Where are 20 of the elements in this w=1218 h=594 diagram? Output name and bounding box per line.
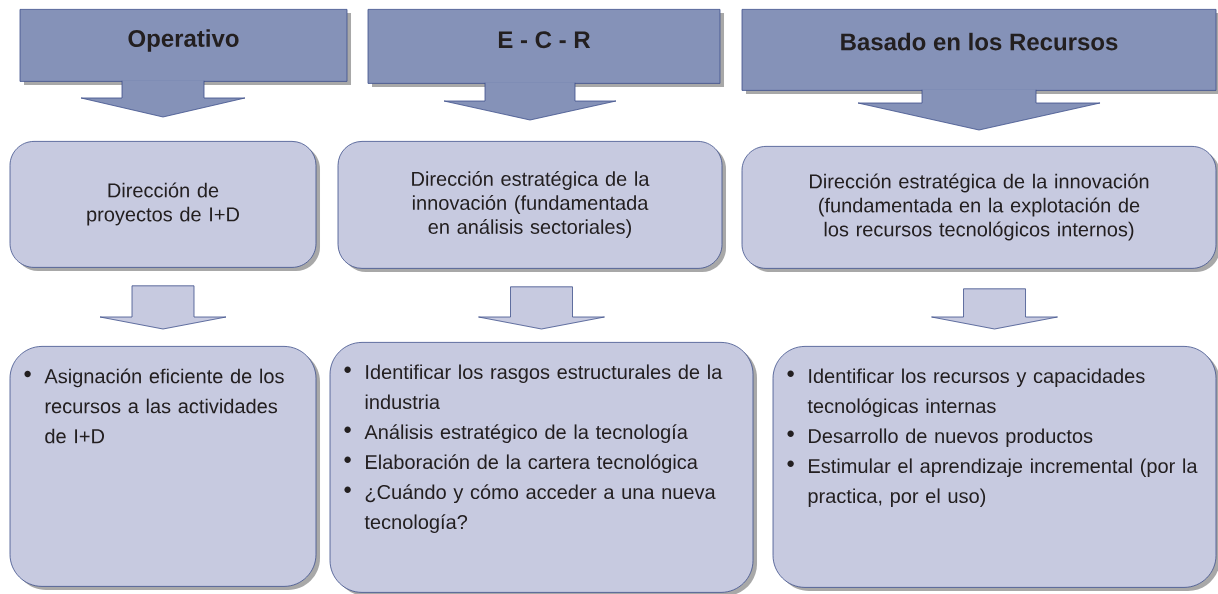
bullet-item: Estimular el aprendizaje incremental (por la practica, por el uso) xyxy=(787,458,1198,508)
bullet-item: Análisis estratégico de la tecnología xyxy=(344,424,688,444)
bullet-list-box xyxy=(329,342,757,594)
bullet-item: Identificar los recursos y capacidades tecnológicas internas xyxy=(787,368,1145,418)
rounded-box: Dirección de proyectos de I+D xyxy=(9,141,320,271)
bullet-item: Asignación eficiente de los recursos a las actividades de I+D xyxy=(24,368,284,444)
header-box: Basado en los Recursos xyxy=(741,9,1218,94)
bullet-item: Identificar los rasgos estructurales de la industria xyxy=(344,364,723,410)
bullet-list-box xyxy=(9,346,320,590)
bullet-item: Desarrollo de nuevos productos xyxy=(787,428,1093,448)
bullet-list-box xyxy=(772,346,1218,591)
header-box: Operativo xyxy=(19,9,351,85)
block-arrow xyxy=(931,288,1058,330)
rounded-box: Dirección estratégica de la innovación (fundamentada en análisis sectoriales) xyxy=(337,141,726,272)
block-arrow xyxy=(478,286,605,330)
bullet-item: ¿Cuándo y cómo acceder a una nueva tecnología? xyxy=(344,484,716,534)
rounded-box: Dirección estratégica de la innovación (fundamentada en la explotación de los recursos tecnológicos internos) xyxy=(741,146,1218,272)
header-box: E - C - R xyxy=(367,9,724,87)
bullet-item: Elaboración de la cartera tecnológica xyxy=(344,454,698,474)
block-arrow xyxy=(99,285,227,330)
